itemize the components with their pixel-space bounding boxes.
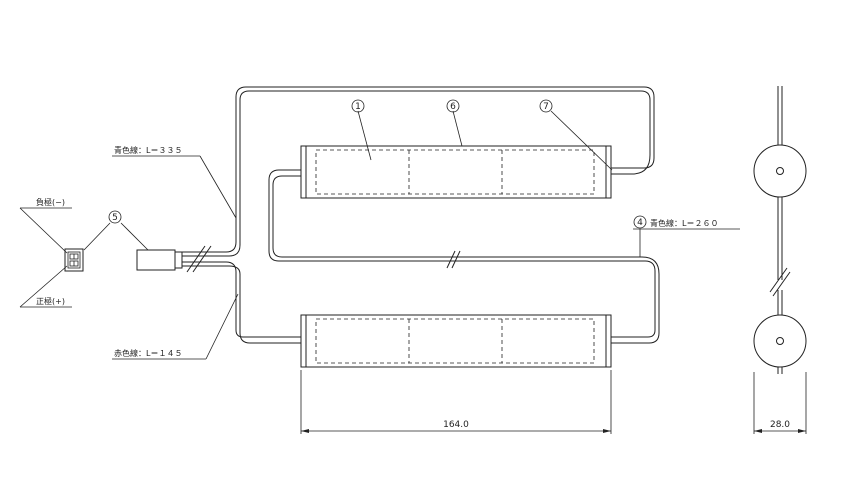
positive-terminal-label: 正極(+) [36,296,65,306]
balloon-7: 7 [539,99,553,113]
svg-text:5: 5 [112,213,118,223]
svg-text:1: 1 [355,102,361,112]
balloon-5: 5 [108,210,122,224]
connector-plug [136,249,183,271]
red-wire-145-label: 赤色線：L＝１４５ [114,348,182,358]
negative-terminal-label: 負極(−) [36,197,65,207]
top-battery-assembly [292,145,620,199]
balloon-6: 6 [446,99,460,113]
length-dimension: 164.0 [300,370,612,434]
balloon-1: 1 [351,99,365,113]
length-dimension-value: 164.0 [443,420,469,430]
svg-text:6: 6 [450,102,456,112]
side-view [753,86,807,374]
bottom-battery-assembly [292,314,620,368]
blue-wire-335-label: 青色線：L＝３３５ [114,145,182,155]
svg-text:7: 7 [543,102,549,112]
leader-lines [19,110,740,360]
blue-wire-260-label: 青色線：L＝２６０ [650,218,718,228]
connector-face-icon [64,248,84,272]
svg-text:4: 4 [637,218,643,228]
diameter-dimension: 28.0 [753,372,807,434]
balloon-4: 4 [633,215,647,229]
diameter-dimension-value: 28.0 [770,420,790,430]
wire-harness [182,86,660,344]
